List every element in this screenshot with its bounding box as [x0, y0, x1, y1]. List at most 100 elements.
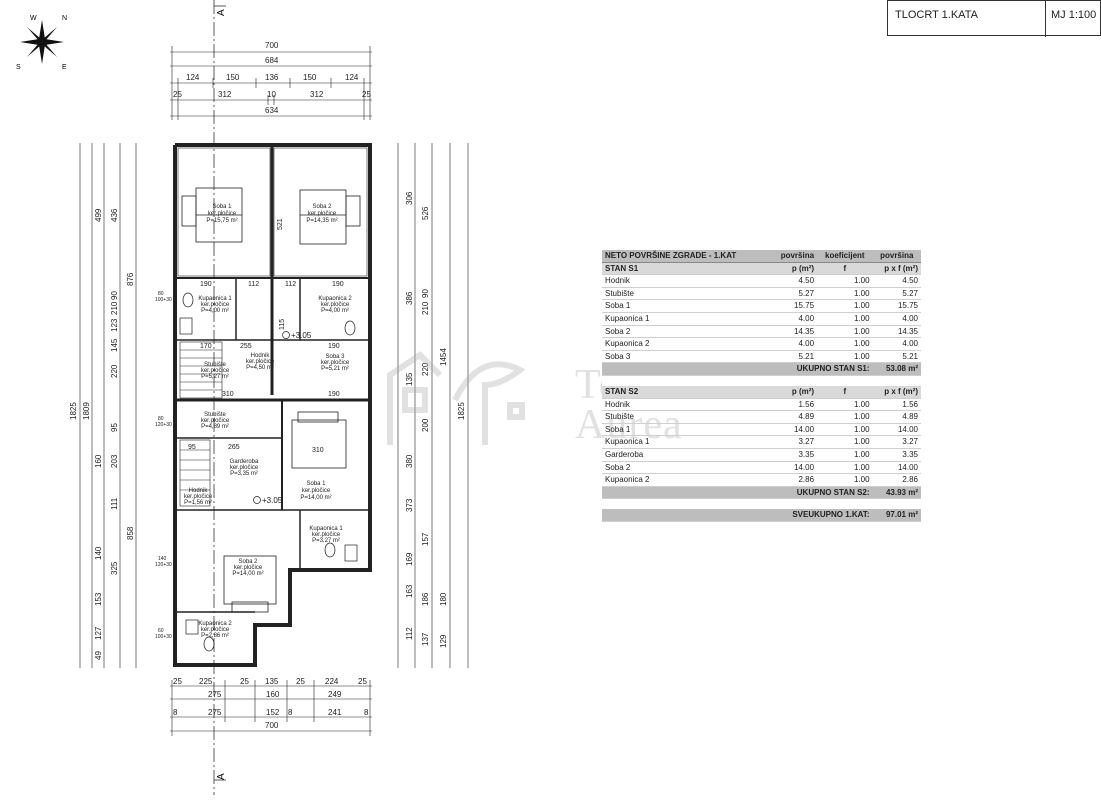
dim-left: 127 [94, 626, 103, 640]
dim-left: 220 [110, 364, 119, 378]
dim-left: 145 [110, 338, 119, 352]
inner-dim: 255 [240, 343, 252, 350]
svg-text:Kupaonica 1: Kupaonica 1 [198, 296, 232, 302]
section-mark-top: A [216, 9, 227, 16]
section-line-a [213, 0, 226, 795]
svg-text:ker.pločice: ker.pločice [312, 532, 341, 538]
total-row-s1: UKUPNO STAN S1: 53.08 m² [602, 362, 921, 376]
svg-text:Stubište: Stubište [204, 412, 226, 418]
dim-left: 499 [94, 208, 103, 222]
watermark-logo-icon [387, 351, 526, 445]
dim-right: 526 [421, 206, 430, 220]
dim-left: 160 [94, 454, 103, 468]
dim-right: 186 [421, 592, 430, 606]
dim-right: 180 [439, 592, 448, 606]
dim-right: 210 [421, 301, 430, 315]
svg-text:P=15,75 m²: P=15,75 m² [206, 218, 237, 224]
dim-634: 634 [265, 106, 279, 115]
window-tag-size: 100+30 [155, 297, 172, 303]
bed-icon [223, 555, 277, 613]
svg-text:ker.pločice: ker.pločice [201, 418, 230, 424]
dim-bottom: 25 [173, 677, 182, 686]
compass-rose-icon: W N E S [16, 15, 67, 71]
dim-312b: 312 [310, 90, 324, 99]
left-dimension-lines [79, 143, 137, 668]
dim-bottom: 225 [199, 677, 213, 686]
svg-text:ker.pločice: ker.pločice [321, 360, 350, 366]
level-label: +3.05 [262, 496, 283, 505]
dim-150b: 150 [303, 73, 317, 82]
svg-text:ker.pločice: ker.pločice [184, 494, 213, 500]
dim-left: 325 [110, 561, 119, 575]
dim-bottom: 8 [364, 708, 369, 717]
dim-right: 1454 [439, 348, 448, 366]
dim-right: 1825 [457, 402, 466, 420]
dim-left: 153 [94, 592, 103, 606]
stairs-icon [179, 341, 223, 507]
svg-text:P=4,00 m²: P=4,00 m² [201, 308, 229, 314]
inner-dim: 190 [332, 281, 344, 288]
window-tag: 60 [158, 628, 164, 634]
title-block: TLOCRT 1.KATA MJ 1:100 [887, 0, 1101, 37]
svg-text:Kupaonica 2: Kupaonica 2 [198, 621, 232, 627]
dim-bottom: 25 [240, 677, 249, 686]
net-area-table: NETO POVRŠINE ZGRADE - 1.KAT površina ko… [602, 250, 921, 522]
window-tag-size: 120+30 [155, 422, 172, 428]
table-header-row: NETO POVRŠINE ZGRADE - 1.KAT površina ko… [602, 250, 921, 263]
svg-text:ker.pločice: ker.pločice [230, 465, 259, 471]
sheet-title: TLOCRT 1.KATA [895, 9, 978, 21]
svg-text:Soba 2: Soba 2 [238, 559, 258, 565]
dim-bottom: 241 [328, 708, 342, 717]
dim-bottom: 152 [266, 708, 280, 717]
dim-left: 123 [110, 318, 119, 332]
dim-right: 163 [405, 584, 414, 598]
dim-25b: 25 [362, 90, 371, 99]
dim-312a: 312 [218, 90, 232, 99]
svg-text:P=14,00 m²: P=14,00 m² [300, 495, 331, 501]
svg-text:P=3,27 m²: P=3,27 m² [312, 538, 340, 544]
section-mark-bottom: A [216, 773, 227, 780]
dim-left: 203 [110, 454, 119, 468]
svg-text:ker.pločice: ker.pločice [201, 302, 230, 308]
col-header-area2: površina [872, 250, 921, 263]
dim-700-top: 700 [265, 41, 279, 50]
dim-left: 1809 [82, 402, 91, 420]
window-tag: 140 [158, 556, 167, 562]
svg-text:P=5,27 m²: P=5,27 m² [201, 374, 229, 380]
dim-bottom: 275 [208, 690, 222, 699]
dim-right: 137 [421, 632, 430, 646]
window-tag-size: 120+30 [155, 562, 172, 568]
dim-left: 95 [110, 423, 119, 432]
svg-text:P=14,00 m²: P=14,00 m² [232, 571, 263, 577]
svg-text:ker.pločice: ker.pločice [208, 211, 237, 217]
dim-right: 380 [405, 454, 414, 468]
svg-text:Soba 1: Soba 1 [306, 481, 326, 487]
inner-dim: 310 [312, 447, 324, 454]
dim-124a: 124 [186, 73, 200, 82]
dim-bottom: 224 [325, 677, 339, 686]
sink-icon [179, 317, 358, 635]
level-marker-icon [282, 331, 290, 339]
dim-right: 129 [439, 634, 448, 648]
total-row-s2: UKUPNO STAN S2: 43.93 m² [602, 486, 921, 500]
dim-684-top: 684 [265, 56, 279, 65]
svg-text:Hodnik: Hodnik [189, 488, 209, 494]
svg-text:ker.pločice: ker.pločice [234, 565, 263, 571]
section-row-s2: STAN S2 p (m²) f p x f (m²) [602, 385, 921, 399]
dim-left: 436 [110, 208, 119, 222]
svg-text:ker.pločice: ker.pločice [308, 211, 337, 217]
